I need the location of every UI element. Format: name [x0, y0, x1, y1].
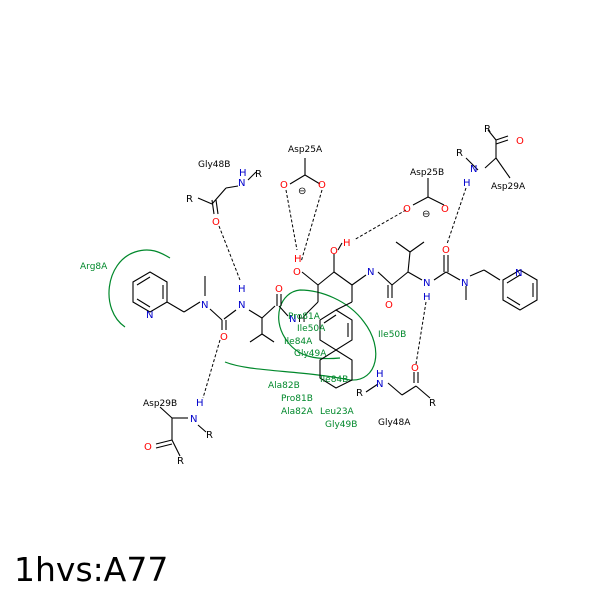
gly48a-r: R: [356, 388, 363, 399]
hbond-gly48b: [218, 225, 241, 281]
asp29a-n: N: [470, 164, 477, 175]
arc-arg8a: [108, 249, 171, 328]
label-ala82a: Ala82A: [281, 407, 314, 417]
pyridine-ring-right: [502, 269, 538, 311]
label-gly48b: Gly48B: [198, 160, 230, 170]
gly48a-r2: R: [429, 398, 436, 409]
hydrophobic-contacts: [108, 249, 377, 381]
asp29a-h: H: [463, 178, 471, 189]
asp25b-o1: O: [403, 204, 411, 215]
hbond-asp25a-1: [285, 189, 298, 251]
atom-h-5: H: [423, 292, 431, 303]
asp29b-r2: R: [177, 456, 184, 467]
atom-n-4: N: [367, 267, 374, 278]
pyridine-ring-left: [132, 271, 168, 313]
atom-o-1: O: [220, 332, 228, 343]
label-gly49a: Gly49A: [294, 349, 327, 359]
asp29a-r2: R: [484, 124, 491, 135]
label-pro81b: Pro81B: [281, 394, 313, 404]
label-ile50a: Ile50A: [297, 324, 326, 334]
atom-n-1: N: [201, 300, 208, 311]
atom-h-3: H: [298, 314, 306, 325]
hbond-asp25b: [353, 209, 407, 241]
phenyl-ring-2: [319, 349, 353, 389]
atom-n-2: N: [238, 300, 245, 311]
residue-labels: Gly48B Asp25A Asp25B Asp29A Asp29B Gly48…: [80, 145, 526, 430]
asp29b-o: O: [144, 442, 152, 453]
atom-o-4: O: [330, 246, 338, 257]
hbond-asp25a-2: [300, 189, 323, 263]
atom-h-o4: H: [343, 238, 351, 249]
atom-n-5: N: [423, 278, 430, 289]
label-arg8a: Arg8A: [80, 262, 108, 272]
atom-o-2: O: [275, 284, 283, 295]
asp29b-r: R: [206, 430, 213, 441]
label-asp29a: Asp29A: [491, 182, 526, 192]
gly48a-h: H: [376, 369, 384, 380]
arc-pocket: [224, 289, 377, 381]
gly48a-o: O: [411, 363, 419, 374]
label-asp29b: Asp29B: [143, 399, 177, 409]
asp29a-r: R: [456, 148, 463, 159]
asp25a-o1: O: [280, 180, 288, 191]
hbond-gly48a: [415, 301, 427, 365]
label-pro81a: Pro81A: [288, 312, 321, 322]
gly48b-r2: R: [255, 169, 262, 180]
asp25b-charge: ⊖: [422, 209, 430, 220]
atom-n-pyridine-left: N: [146, 310, 153, 321]
label-asp25a: Asp25A: [288, 145, 323, 155]
label-ile84a: Ile84A: [284, 337, 313, 347]
atom-o-3: O: [293, 267, 301, 278]
gly48b-r: R: [186, 194, 193, 205]
atom-h-2: H: [238, 284, 246, 295]
atom-n-pyridine-right: N: [515, 268, 522, 279]
hbond-asp29b: [202, 339, 221, 399]
residue-atoms: O O ⊖ O O ⊖ R O N H R R N H O R H N R O …: [144, 124, 524, 467]
atom-h-o3: H: [294, 254, 302, 265]
gly48b-o: O: [212, 217, 220, 228]
label-gly48a: Gly48A: [378, 418, 411, 428]
label-leu23a: Leu23A: [320, 407, 355, 417]
asp25a-o2: O: [318, 180, 326, 191]
asp29b-n: N: [190, 414, 197, 425]
hbond-asp29a: [446, 187, 467, 245]
label-ala82b: Ala82B: [268, 381, 300, 391]
gly48b-h: H: [239, 168, 247, 179]
atom-n-3: N: [289, 314, 296, 325]
ligand-atoms: N N O N H O N H O H O H N O N H O N N: [146, 238, 522, 343]
asp25b-o2: O: [441, 204, 449, 215]
gly48b-n: N: [238, 178, 245, 189]
gly48a-n: N: [376, 379, 383, 390]
hydrogen-bonds: [202, 187, 467, 399]
asp29a-o: O: [516, 136, 524, 147]
label-gly49b: Gly49B: [325, 420, 357, 430]
atom-o-5: O: [385, 300, 393, 311]
asp29b-h: H: [196, 398, 204, 409]
pdb-id-label: 1hvs:A77: [14, 550, 169, 589]
label-asp25b: Asp25B: [410, 168, 444, 178]
asp25a-charge: ⊖: [298, 186, 306, 197]
label-ile84b: Ile84B: [320, 375, 348, 385]
ligand-bonds: [132, 129, 538, 457]
label-ile50b: Ile50B: [378, 330, 406, 340]
atom-n-6: N: [461, 278, 468, 289]
atom-o-6: O: [442, 245, 450, 256]
